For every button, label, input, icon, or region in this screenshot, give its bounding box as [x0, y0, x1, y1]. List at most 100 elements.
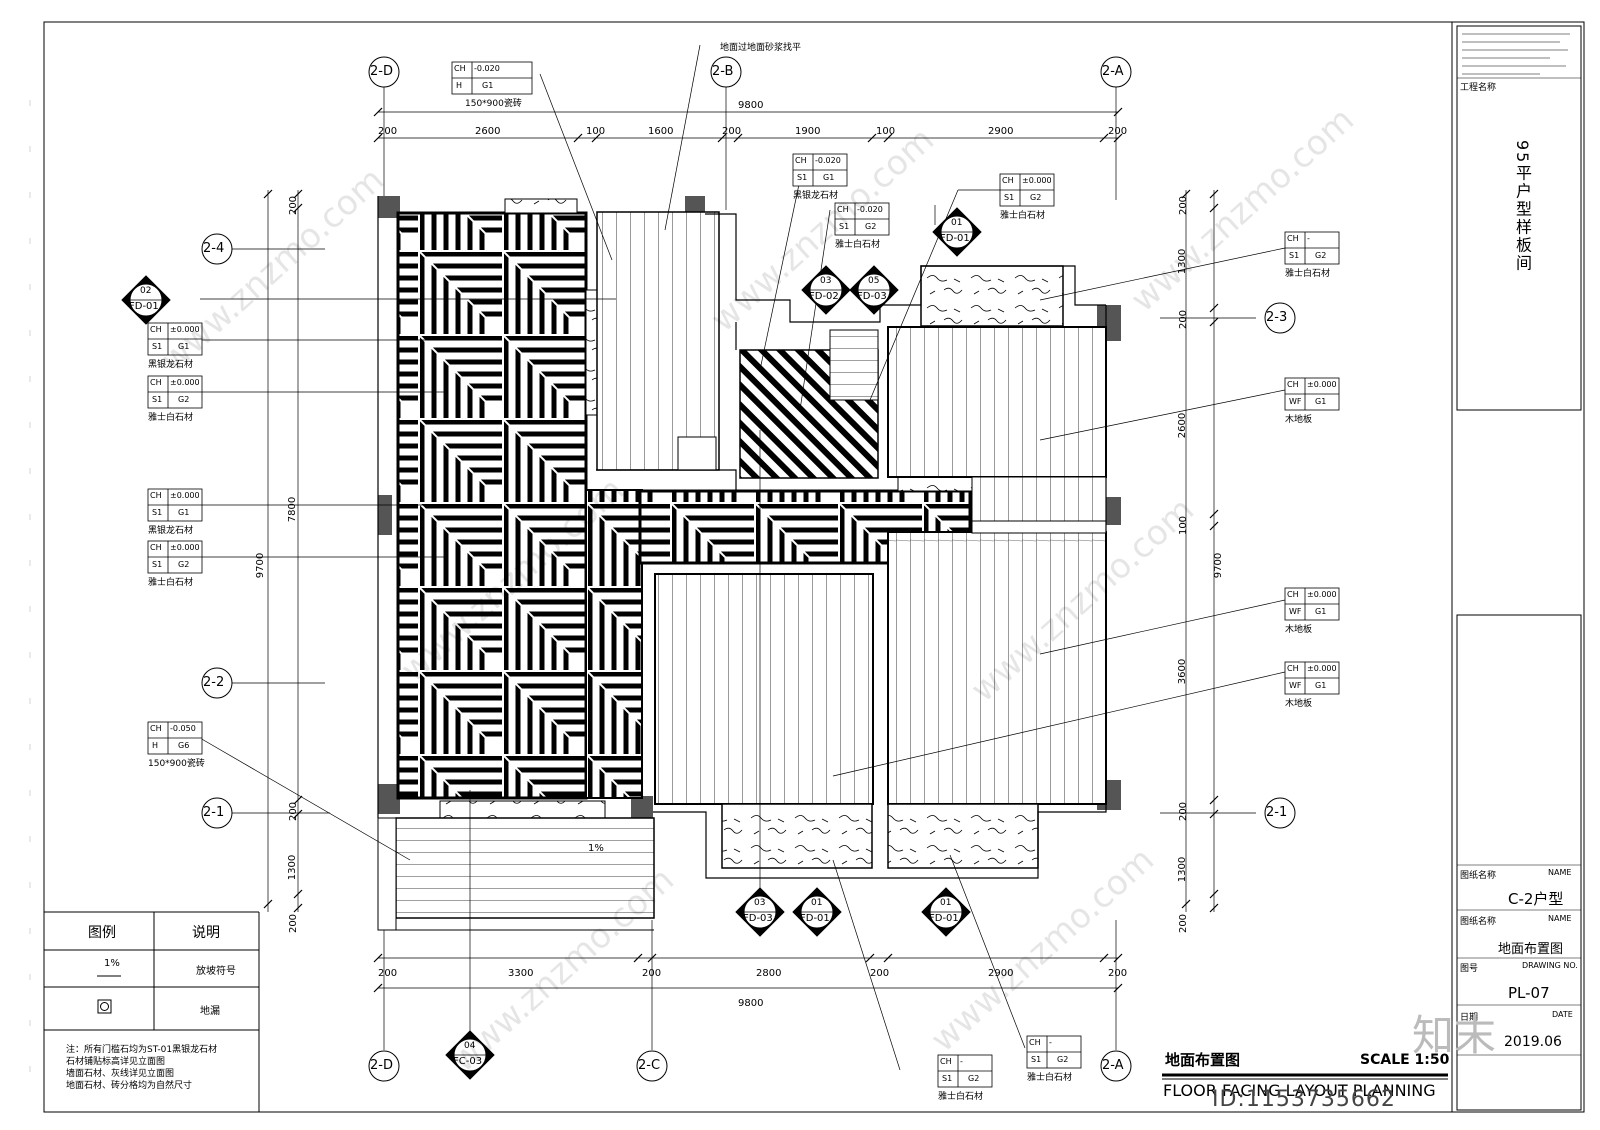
- project-name: 95平户型样板间: [1513, 140, 1532, 273]
- tag-ch-value: -0.020: [857, 205, 883, 214]
- tag-note: 150*900瓷砖: [465, 99, 522, 109]
- tag-note: 雅士白石材: [148, 578, 194, 588]
- drawing-name-label: 图纸名称: [1460, 871, 1497, 881]
- dim-bottom-total: 9800: [738, 998, 764, 1009]
- callout-number: 04: [464, 1041, 476, 1051]
- tag-note: 雅士白石材: [1027, 1073, 1073, 1083]
- tag-ch-value: ±0.000: [170, 491, 200, 500]
- tag-ch-value: ±0.000: [1307, 380, 1337, 389]
- tag-code: G1: [1315, 397, 1327, 406]
- legend-symbol-slope: 1%: [104, 958, 120, 969]
- drawing-no-label: 图号: [1460, 964, 1479, 974]
- dim-left-total: 9700: [255, 552, 267, 579]
- callout-number: 01: [951, 218, 963, 228]
- grid-label-left-2: 2-2: [203, 675, 225, 690]
- tag-code: G2: [865, 222, 877, 231]
- dim-top-5: 200: [722, 126, 742, 137]
- tag-ch-value: -: [1307, 234, 1310, 243]
- dim-right-7: 200: [1178, 801, 1190, 822]
- callout-ref: FD-01: [940, 233, 970, 244]
- tag-code: G1: [178, 508, 190, 517]
- dim-left-3: 200: [288, 801, 300, 822]
- tag-ch-key: CH: [150, 378, 162, 387]
- tag-ch-key: CH: [150, 491, 162, 500]
- tag-code: G2: [178, 395, 190, 404]
- tag-code: G1: [823, 173, 835, 182]
- date-en: DATE: [1552, 1010, 1573, 1019]
- tag-kind: S1: [1289, 251, 1300, 260]
- tag-ch-value: ±0.000: [1022, 176, 1052, 185]
- tag-ch-key: CH: [150, 543, 162, 552]
- dim-left-4: 1300: [287, 854, 299, 881]
- tag-code: G2: [1315, 251, 1327, 260]
- tag-ch-key: CH: [1029, 1038, 1041, 1047]
- grid-label-bottom-2: 2-C: [638, 1058, 661, 1073]
- tag-ch-key: CH: [454, 64, 466, 73]
- tag-ch-value: ±0.000: [1307, 664, 1337, 673]
- legend-desc-drain: 地漏: [200, 1006, 220, 1017]
- tag-kind: S1: [152, 395, 163, 404]
- dim-right-4: 2600: [1177, 412, 1189, 439]
- callout-ref: FD-03: [743, 913, 773, 924]
- tag-kind: S1: [797, 173, 808, 182]
- tag-code: G2: [968, 1074, 980, 1083]
- plan-title-cn: 地面布置图: [1165, 1051, 1241, 1069]
- tag-code: G1: [1315, 607, 1327, 616]
- tag-ch-key: CH: [940, 1057, 952, 1066]
- dim-right-1: 200: [1178, 195, 1190, 216]
- callout-ref: FC-03: [453, 1056, 483, 1067]
- tag-note: 木地板: [1285, 415, 1313, 425]
- tag-ch-value: -: [960, 1057, 963, 1066]
- callout-ref: FD-01: [129, 301, 159, 312]
- callout-ref: FD-03: [857, 291, 887, 302]
- tag-note: 雅士白石材: [1285, 269, 1331, 279]
- tag-kind: S1: [152, 342, 163, 351]
- dim-bottom-3: 200: [642, 968, 662, 979]
- tag-ch-key: CH: [1287, 380, 1299, 389]
- dim-bottom-7: 200: [1108, 968, 1128, 979]
- grid-label-left-1: 2-4: [203, 241, 225, 256]
- tag-ch-value: -0.020: [815, 156, 841, 165]
- dim-bottom-4: 2800: [756, 968, 782, 979]
- dim-left-2: 7800: [287, 496, 299, 523]
- grid-label-bottom-1: 2-D: [370, 1058, 393, 1073]
- tag-ch-value: ±0.000: [170, 543, 200, 552]
- logo-watermark: 知末: [1412, 1011, 1497, 1060]
- name-en-1: NAME: [1548, 868, 1572, 877]
- callout-number: 02: [140, 286, 152, 296]
- tag-kind: WF: [1289, 607, 1302, 616]
- tag-ch-key: CH: [837, 205, 849, 214]
- tag-kind: S1: [1031, 1055, 1042, 1064]
- tag-kind: WF: [1289, 397, 1302, 406]
- tag-note: 雅士白石材: [938, 1092, 984, 1102]
- dim-bottom-2: 3300: [508, 968, 534, 979]
- tag-note: 雅士白石材: [835, 240, 881, 250]
- tag-code: G2: [1057, 1055, 1069, 1064]
- tag-ch-key: CH: [1287, 234, 1299, 243]
- unit-type: C-2户型: [1508, 890, 1564, 908]
- tag-ch-value: -0.020: [474, 64, 500, 73]
- slope-mark: 1%: [588, 843, 604, 854]
- dim-top-3: 100: [586, 126, 606, 137]
- grid-label-top-3: 2-A: [1102, 64, 1124, 79]
- tag-code: G1: [482, 81, 494, 90]
- tag-ch-value: ±0.000: [1307, 590, 1337, 599]
- tag-kind: H: [152, 741, 159, 750]
- dim-right-total: 9700: [1213, 552, 1225, 579]
- tag-code: G6: [178, 741, 190, 750]
- tag-ch-key: CH: [1002, 176, 1014, 185]
- grid-label-right-2: 2-1: [1266, 805, 1288, 820]
- dim-bottom-5: 200: [870, 968, 890, 979]
- dim-right-3: 200: [1178, 309, 1190, 330]
- tag-code: G1: [178, 342, 190, 351]
- tag-ch-key: CH: [1287, 664, 1299, 673]
- date-value: 2019.06: [1504, 1034, 1562, 1050]
- tag-note: 雅士白石材: [148, 413, 194, 423]
- tag-code: G2: [178, 560, 190, 569]
- dim-left-5: 200: [288, 913, 300, 934]
- legend-header-desc: 说明: [192, 925, 220, 941]
- tag-note: 黑银龙石材: [148, 360, 194, 370]
- tag-ch-value: ±0.000: [170, 325, 200, 334]
- tag-ch-value: ±0.000: [170, 378, 200, 387]
